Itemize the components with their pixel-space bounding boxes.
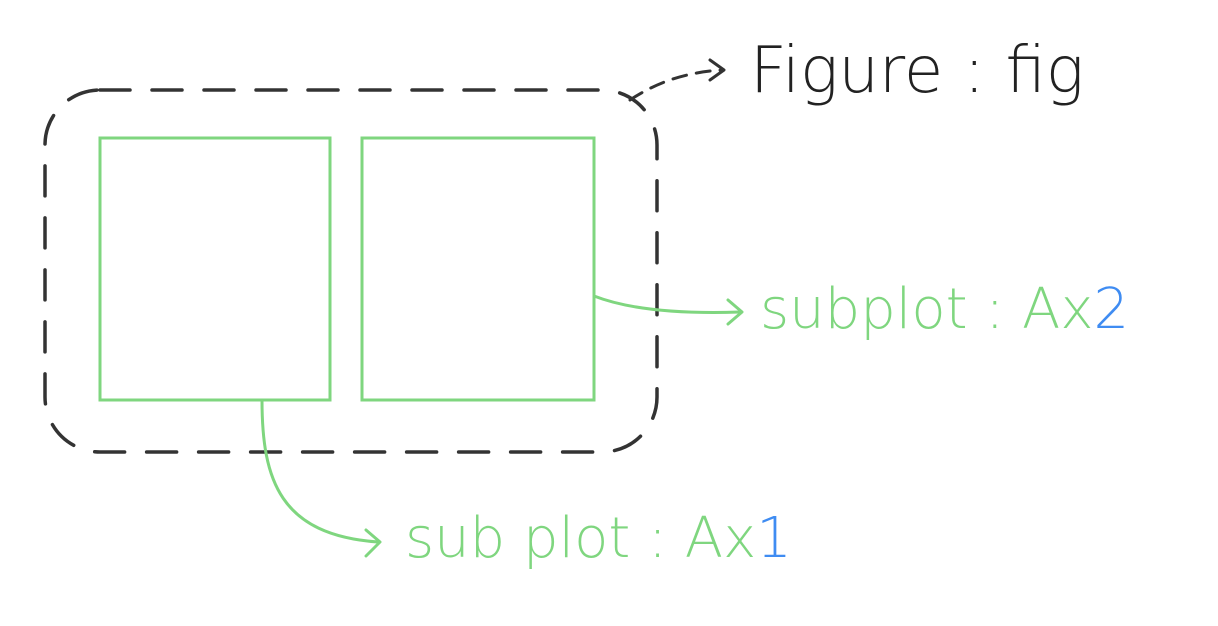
subplot-ax1-connector (260, 398, 380, 544)
subplot-ax2-label: subplot : Ax2 (760, 277, 1129, 342)
figure-label: Figure : fig (750, 34, 1084, 108)
figure-border (43, 88, 659, 454)
subplot-ax1-label: sub plot : Ax1 (405, 506, 792, 571)
subplot-ax2-box (360, 136, 596, 402)
subplot-ax1-arrow-head (364, 528, 382, 558)
subplot-ax2-index: 2 (1093, 277, 1129, 342)
subplot-ax2-arrow-head (726, 298, 744, 326)
figure-arrow-head (708, 58, 726, 82)
subplot-ax2-prefix: subplot : Ax (760, 277, 1093, 342)
subplot-ax1-box (98, 136, 332, 402)
figure-arrow (628, 68, 724, 102)
subplot-ax2-connector (592, 294, 742, 314)
subplot-ax1-index: 1 (756, 506, 792, 571)
subplot-ax1-prefix: sub plot : Ax (405, 506, 756, 571)
